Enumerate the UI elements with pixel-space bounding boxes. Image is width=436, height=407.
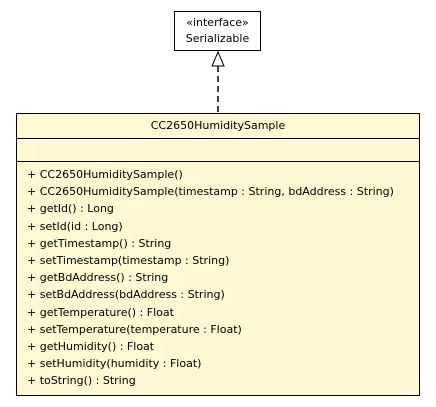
- attributes-compartment: [17, 139, 419, 162]
- operation: + getTemperature() : Float: [27, 305, 174, 319]
- operations-compartment: + CC2650HumiditySample() + CC2650Humidit…: [17, 162, 419, 389]
- class-cc2650-humidity-sample: CC2650HumiditySample + CC2650HumiditySam…: [16, 113, 420, 396]
- operation: + setTimestamp(timestamp : String): [27, 253, 230, 267]
- operation: + CC2650HumiditySample(): [27, 168, 183, 181]
- operation: + getTimestamp() : String: [27, 236, 172, 250]
- operation: + CC2650HumiditySample(timestamp : Strin…: [27, 185, 394, 199]
- operation: + getBdAddress() : String: [27, 271, 169, 285]
- operation: + setHumidity(humidity : Float): [27, 357, 202, 371]
- operation: + setBdAddress(bdAddress : String): [27, 288, 225, 302]
- interface-stereotype: «interface»: [186, 16, 249, 29]
- operation: + setId(id : Long): [27, 219, 123, 233]
- interface-name: Serializable: [185, 32, 250, 45]
- class-name: CC2650HumiditySample: [17, 114, 419, 139]
- operation: + getId() : Long: [27, 202, 114, 216]
- realization-arrowhead: [211, 50, 225, 67]
- operation: + toString() : String: [27, 374, 136, 388]
- operation: + getHumidity() : Float: [27, 339, 155, 353]
- interface-serializable: «interface» Serializable: [174, 11, 261, 51]
- operation: + setTemperature(temperature : Float): [27, 322, 242, 336]
